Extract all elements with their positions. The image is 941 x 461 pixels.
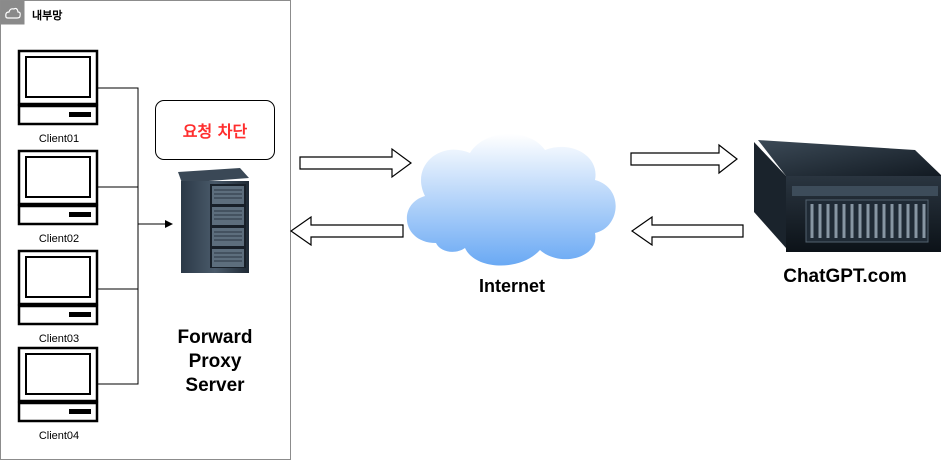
client-computer-icon [17,346,99,423]
request-blocked-text: 요청 차단 [182,122,248,141]
client-computer-icon [17,49,99,126]
client-computer-icon [17,249,99,326]
proxy-server-label: Forward Proxy Server [177,327,253,396]
proxy-server-icon [178,168,249,273]
chatgpt-server-icon [754,140,941,252]
client-computer-icon [17,149,99,226]
client-connectors [97,87,173,385]
client-label: Client01 [38,133,80,145]
client-label: Client03 [38,333,80,345]
request-blocked-note: 요청 차단 [155,100,275,160]
internet-label: Internet [478,276,545,296]
arrow-right [630,143,738,175]
chatgpt-label: ChatGPT.com [783,266,907,287]
group-label: 내부망 [32,10,63,22]
arrow-left [630,215,744,247]
cloud-icon [5,7,21,19]
client-label: Client02 [38,233,80,245]
client-label: Client04 [38,430,80,442]
internet-cloud-icon [406,133,616,266]
arrow-left [289,215,404,247]
arrow-right [299,147,413,179]
